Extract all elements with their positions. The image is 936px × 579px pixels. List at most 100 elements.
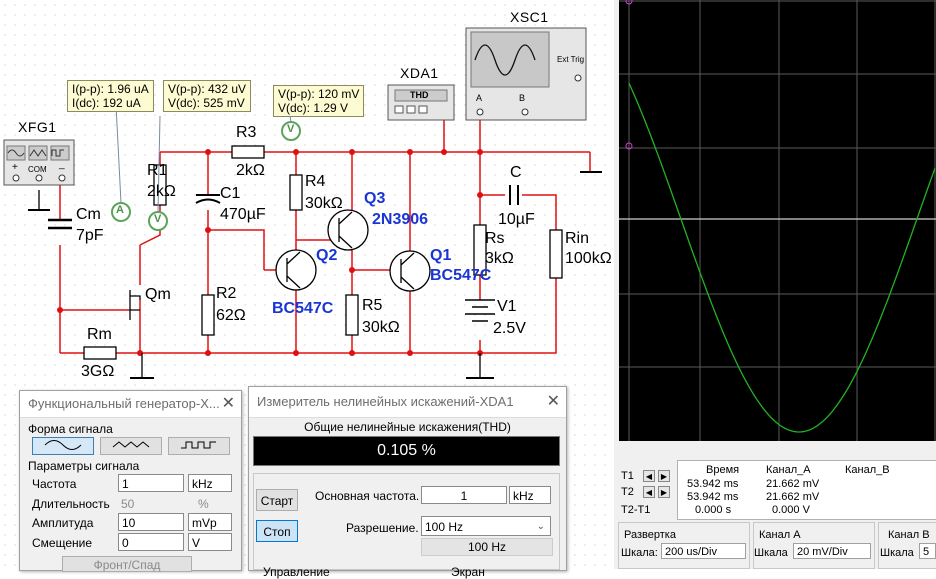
offset-field[interactable]: 0 [118, 533, 184, 551]
freq-field[interactable]: 1 [118, 474, 184, 492]
rise-fall-button[interactable]: Фронт/Спад [62, 556, 192, 572]
dt-cha: 0.000 V [772, 504, 810, 516]
voltage-probe-readout-2: V(p-p): 120 mV V(dc): 1.29 V [273, 85, 365, 117]
close-icon[interactable]: ✕ [546, 393, 560, 410]
square-wave-button[interactable] [168, 437, 230, 455]
oscilloscope-icon[interactable] [465, 27, 587, 121]
xsc-label: XSC1 [510, 9, 549, 25]
amp-field[interactable]: 10 [118, 513, 184, 531]
r4-value: 30kΩ [305, 195, 343, 212]
xfg-plus: + [12, 162, 18, 173]
q1-type: BC547C [430, 267, 492, 284]
c-label: C [510, 164, 522, 181]
q2-label: Q2 [316, 247, 338, 264]
resolution-select[interactable]: 100 Hz ⌄ [421, 516, 551, 536]
duty-field: 50 [121, 497, 135, 511]
cursor-readout-panel [677, 460, 936, 520]
distortion-analyzer-icon[interactable] [387, 84, 455, 121]
rm-label: Rm [87, 326, 112, 343]
v1-label: V1 [497, 298, 517, 315]
rin-value: 100kΩ [565, 250, 612, 267]
t2t1-label: T2-T1 [621, 504, 651, 516]
rin-label: Rin [565, 230, 590, 247]
r5-value: 30kΩ [362, 319, 400, 336]
resolution-label: Разрешение. [346, 521, 419, 535]
q1-label: Q1 [430, 247, 452, 264]
t2-left-button[interactable]: ◀ [643, 486, 655, 498]
fundamental-label: Основная частота. [315, 489, 420, 503]
cm-value: 7pF [76, 227, 104, 244]
xda-label: XDA1 [400, 65, 439, 81]
t2-time: 53.942 ms [687, 491, 739, 503]
sine-wave-button[interactable] [32, 437, 94, 455]
function-generator-title[interactable]: Функциональный генератор-X... ✕ [20, 391, 241, 418]
chb-header: Канал_B [845, 464, 890, 476]
waveform-label: Форма сигнала [28, 422, 113, 436]
t1-label: T1 [621, 470, 634, 482]
offset-label: Смещение [32, 536, 93, 550]
channel-a-label: Канал А [759, 529, 801, 541]
time-header: Время [706, 464, 740, 476]
params-label: Параметры сигнала [28, 459, 140, 473]
t1-right-button[interactable]: ▶ [658, 470, 670, 482]
offset-unit[interactable]: V [188, 533, 232, 551]
oscilloscope-screen[interactable] [619, 0, 936, 441]
start-button[interactable]: Старт [256, 489, 298, 511]
triangle-wave-button[interactable] [100, 437, 162, 455]
resolution-select-value: 100 Hz [425, 520, 464, 534]
current-probe-readout: I(p-p): 1.96 uA I(dc): 192 uA [67, 80, 154, 112]
freq-label: Частота [32, 477, 77, 491]
probe-markers[interactable] [111, 104, 301, 231]
voltage-probe-readout-1: V(p-p): 432 uV V(dc): 525 mV [163, 80, 252, 112]
distortion-analyzer-window: Измеритель нелинейных искажений-XDA1 ✕ О… [248, 386, 567, 579]
t1-left-button[interactable]: ◀ [643, 470, 655, 482]
r3-label: R3 [236, 124, 257, 141]
r1-label: R1 [147, 162, 168, 179]
amp-unit[interactable]: mVp [188, 513, 232, 531]
channel-b-scale-field[interactable]: 5 [919, 543, 936, 559]
fundamental-unit[interactable]: kHz [509, 486, 551, 504]
q3-type: 2N3906 [372, 211, 429, 228]
distortion-analyzer-title[interactable]: Измеритель нелинейных искажений-XDA1 ✕ [249, 387, 566, 418]
t2-label: T2 [621, 486, 634, 498]
channel-b-label: Канал B [888, 529, 930, 541]
scope-a-label: A [476, 93, 483, 103]
probe-a-letter: A [116, 204, 124, 216]
t1-time: 53.942 ms [687, 478, 739, 490]
screen-label: Экран [451, 565, 485, 579]
scope-b-label: B [519, 93, 526, 103]
amp-label: Амплитуда [32, 516, 94, 530]
timebase-label: Развертка [624, 529, 676, 541]
oscilloscope-panel: T1 ◀ ▶ T2 ◀ ▶ T2-T1 Время Канал_A Канал_… [614, 0, 936, 569]
fundamental-field[interactable]: 1 [421, 486, 507, 504]
freq-unit[interactable]: kHz [188, 474, 232, 492]
probe-v2-letter: V [287, 123, 295, 135]
channel-a-scale-field[interactable]: 20 mV/Div [793, 543, 871, 559]
cursor-marker-icon [625, 142, 633, 150]
duty-unit: % [198, 497, 209, 511]
thd-header: Общие нелинейные искажения(THD) [304, 420, 511, 434]
c-value: 10µF [498, 211, 535, 228]
thd-display [253, 436, 560, 466]
function-generator-icon[interactable] [3, 139, 75, 186]
junctions [57, 149, 483, 356]
timebase-scale-field[interactable]: 200 us/Div [661, 543, 746, 559]
r4-label: R4 [305, 173, 326, 190]
r2-label: R2 [216, 285, 237, 302]
cha-header: Канал_A [766, 464, 811, 476]
stop-button[interactable]: Стоп [256, 520, 298, 542]
t1-cha: 21.662 mV [766, 478, 820, 490]
r1-value: 2kΩ [147, 183, 176, 200]
sine-icon [44, 440, 82, 450]
r2-value: 62Ω [216, 307, 246, 324]
channel-a-scale-label: Шкала [754, 547, 788, 559]
t2-right-button[interactable]: ▶ [658, 486, 670, 498]
scope-grid [619, 0, 936, 441]
xfg-label: XFG1 [18, 119, 57, 135]
thd-icon-label: THD [410, 90, 429, 100]
rs-value: 3kΩ [485, 250, 514, 267]
com-label: COM [28, 165, 47, 174]
close-icon[interactable]: ✕ [221, 395, 235, 412]
resolution-display: 100 Hz [421, 538, 553, 556]
cursor-top-marker-icon [625, 0, 633, 5]
